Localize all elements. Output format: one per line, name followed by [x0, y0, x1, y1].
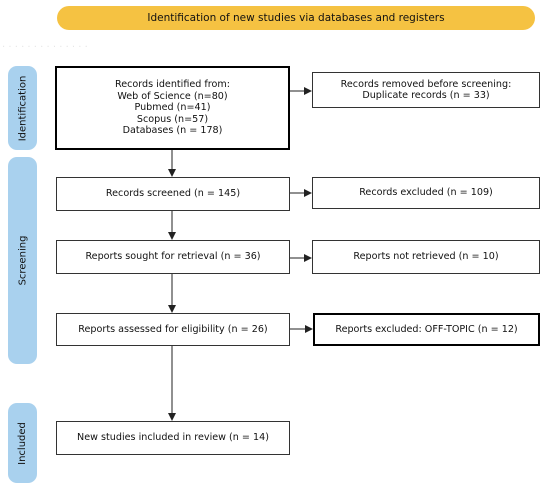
identified-line-1: Records identified from: — [114, 79, 230, 91]
not-retrieved-label: Reports not retrieved (n = 10) — [353, 251, 499, 263]
removed-line-2: Duplicate records (n = 33) — [362, 90, 490, 101]
phase-included: Included — [8, 403, 37, 483]
reports-assessed-box: Reports assessed for eligibility (n = 26… — [56, 313, 290, 346]
header-title: Identification of new studies via databa… — [147, 12, 445, 24]
records-excluded-box: Records excluded (n = 109) — [312, 177, 540, 209]
reports-excluded-offtopic-box: Reports excluded: OFF-TOPIC (n = 12) — [313, 313, 540, 346]
identification-header: Identification of new studies via databa… — [57, 6, 535, 30]
identified-line-2: Web of Science (n=80) — [117, 90, 228, 102]
ghost-text: · · · · · · · · · · · · · · — [2, 42, 88, 53]
excluded-label: Records excluded (n = 109) — [359, 187, 493, 199]
identified-line-3: Pubmed (n=41) — [134, 102, 211, 114]
reports-not-retrieved-box: Reports not retrieved (n = 10) — [312, 240, 540, 274]
records-screened-box: Records screened (n = 145) — [56, 177, 290, 211]
studies-included-box: New studies included in review (n = 14) — [56, 421, 290, 455]
removed-line-1: Records removed before screening: — [340, 78, 512, 90]
identified-line-4: Scopus (n=57) — [136, 113, 209, 125]
reports-sought-box: Reports sought for retrieval (n = 36) — [56, 240, 290, 274]
phase-identification: Identification — [8, 66, 37, 150]
records-identified-box: Records identified from: Web of Science … — [55, 66, 290, 150]
sought-label: Reports sought for retrieval (n = 36) — [85, 251, 261, 263]
identified-line-5: Databases (n = 178) — [122, 125, 223, 137]
screened-label: Records screened (n = 145) — [105, 188, 241, 200]
records-removed-box: Records removed before screening: Duplic… — [312, 72, 540, 108]
assessed-label: Reports assessed for eligibility (n = 26… — [78, 323, 268, 335]
excluded-offtopic-label: Reports excluded: OFF-TOPIC (n = 12) — [335, 323, 518, 335]
included-label: New studies included in review (n = 14) — [77, 432, 269, 444]
phase-screening: Screening — [8, 157, 37, 364]
